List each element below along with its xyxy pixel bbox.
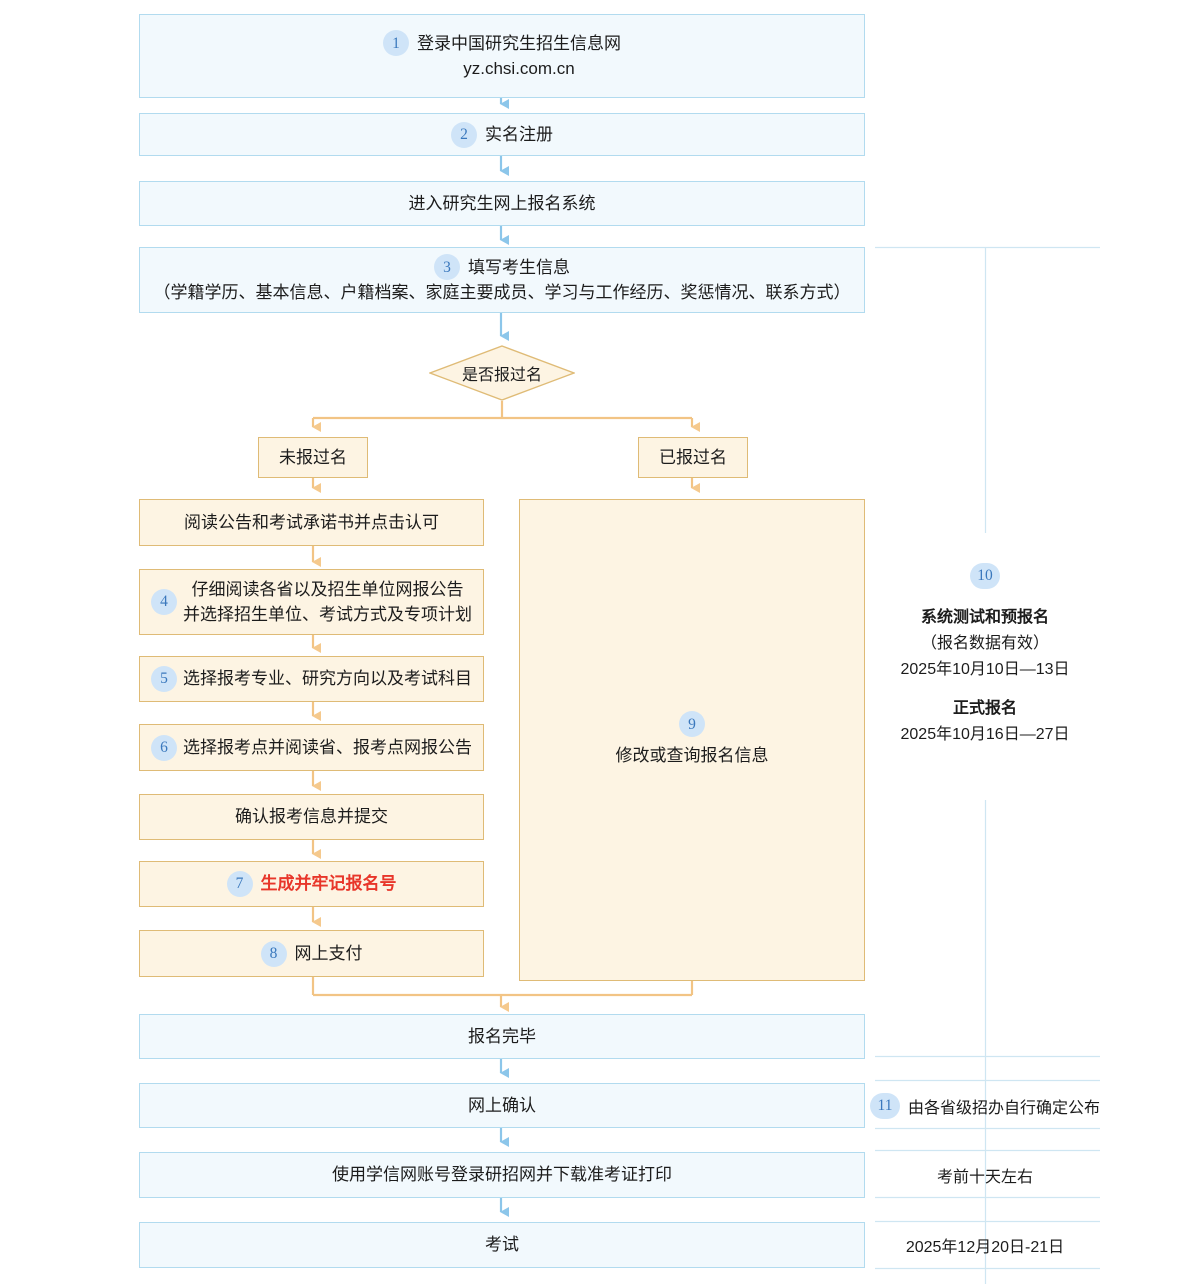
node-generate-registration-number[interactable]: 7 生成并牢记报名号 (139, 861, 484, 907)
node-download-admission-ticket[interactable]: 使用学信网账号登录研招网并下载准考证打印 (139, 1152, 865, 1198)
node-login-portal[interactable]: 1 登录中国研究生招生信息网 yz.chsi.com.cn (139, 14, 865, 98)
branch-not-registered[interactable]: 未报过名 (258, 437, 368, 478)
timeline-preregistration-title: 系统测试和预报名 (920, 609, 1049, 626)
node-online-payment-label: 网上支付 (294, 943, 363, 963)
node-enter-registration-system-label: 进入研究生网上报名系统 (408, 193, 596, 213)
node-select-exam-site[interactable]: 6 选择报考点并阅读省、报考点网报公告 (139, 724, 484, 771)
step-badge-2: 2 (451, 121, 477, 148)
timeline-row-exam-date: 2025年12月20日-21日 (870, 1222, 1100, 1268)
timeline-row-ticket: 考前十天左右 (870, 1152, 1100, 1198)
node-fill-candidate-info-title: 填写考生信息 (468, 257, 570, 277)
timeline-row-online-confirmation: 11 由各省级招办自行确定公布 (870, 1083, 1100, 1128)
node-registration-complete[interactable]: 报名完毕 (139, 1014, 865, 1059)
node-read-province-announcements-line2: 并选择招生单位、考试方式及专项计划 (183, 605, 472, 624)
timeline-badge-10-wrap: 10 (970, 563, 1000, 589)
branch-already-registered[interactable]: 已报过名 (638, 437, 748, 478)
node-exam[interactable]: 考试 (139, 1222, 865, 1268)
node-confirm-and-submit[interactable]: 确认报考信息并提交 (139, 794, 484, 840)
step-badge-5: 5 (151, 666, 177, 692)
step-badge-1: 1 (383, 30, 409, 57)
node-exam-label: 考试 (485, 1235, 519, 1255)
timeline-ticket-label: 考前十天左右 (936, 1169, 1033, 1186)
node-online-payment[interactable]: 8 网上支付 (139, 930, 484, 977)
step-badge-3: 3 (434, 254, 460, 281)
node-read-notice-and-commitment-label: 阅读公告和考试承诺书并点击认可 (184, 512, 439, 532)
node-download-admission-ticket-label: 使用学信网账号登录研招网并下载准考证打印 (332, 1165, 672, 1185)
node-registration-complete-label: 报名完毕 (468, 1026, 536, 1046)
node-select-major-label: 选择报考专业、研究方向以及考试科目 (183, 669, 472, 689)
node-confirm-and-submit-label: 确认报考信息并提交 (235, 807, 388, 827)
node-login-portal-line1: 登录中国研究生招生信息网 (417, 33, 621, 53)
node-online-confirmation[interactable]: 网上确认 (139, 1083, 865, 1128)
node-fill-candidate-info[interactable]: 3 填写考生信息 （学籍学历、基本信息、户籍档案、家庭主要成员、学习与工作经历、… (139, 247, 865, 313)
node-read-notice-and-commitment[interactable]: 阅读公告和考试承诺书并点击认可 (139, 499, 484, 546)
node-read-province-announcements-line1: 仔细阅读各省以及招生单位网报公告 (191, 579, 464, 599)
timeline-formal-registration-title: 正式报名 (952, 699, 1017, 717)
node-fill-candidate-info-detail: （学籍学历、基本信息、户籍档案、家庭主要成员、学习与工作经历、奖惩情况、联系方式… (153, 283, 851, 303)
timeline-badge-11: 11 (870, 1092, 900, 1119)
step-badge-6: 6 (151, 734, 177, 761)
branch-not-registered-label: 未报过名 (279, 447, 347, 467)
branch-already-registered-label: 已报过名 (659, 447, 727, 467)
step-badge-9: 9 (679, 711, 705, 738)
node-enter-registration-system[interactable]: 进入研究生网上报名系统 (139, 181, 865, 226)
timeline-preregistration-date: 2025年10月10日—13日 (900, 660, 1070, 678)
node-real-name-register[interactable]: 2 实名注册 (139, 113, 865, 156)
step-badge-4: 4 (151, 589, 177, 615)
node-select-major[interactable]: 5 选择报考专业、研究方向以及考试科目 (139, 656, 484, 702)
timeline-exam-date-label: 2025年12月20日-21日 (905, 1239, 1065, 1256)
diamond-shape (429, 345, 575, 401)
timeline-badge-10: 10 (970, 563, 1000, 589)
decision-label: 是否报过名 (461, 367, 542, 384)
node-modify-or-query-registration[interactable]: 9 修改或查询报名信息 (519, 499, 865, 981)
node-select-exam-site-label: 选择报考点并阅读省、报考点网报公告 (183, 737, 472, 757)
node-login-portal-url: yz.chsi.com.cn (463, 59, 575, 79)
timeline-preregistration-note: （报名数据有效） (920, 634, 1049, 652)
step-badge-7: 7 (226, 871, 253, 897)
node-modify-or-query-registration-label: 修改或查询报名信息 (615, 746, 769, 766)
timeline-online-confirmation-label: 由各省级招办自行确定公布 (908, 1099, 1101, 1117)
node-generate-registration-number-label: 生成并牢记报名号 (260, 874, 397, 894)
decision-has-registered-before[interactable]: 是否报过名 (429, 345, 575, 401)
node-online-confirmation-label: 网上确认 (468, 1095, 536, 1115)
timeline-formal-registration-date: 2025年10月16日—27日 (900, 725, 1070, 743)
timeline-block-preregistration: 系统测试和预报名 （报名数据有效） 2025年10月10日—13日 正式报名 2… (870, 605, 1100, 748)
step-badge-8: 8 (260, 940, 287, 967)
node-read-province-announcements[interactable]: 4 仔细阅读各省以及招生单位网报公告 并选择招生单位、考试方式及专项计划 (139, 569, 484, 635)
node-real-name-register-label: 实名注册 (485, 124, 553, 144)
